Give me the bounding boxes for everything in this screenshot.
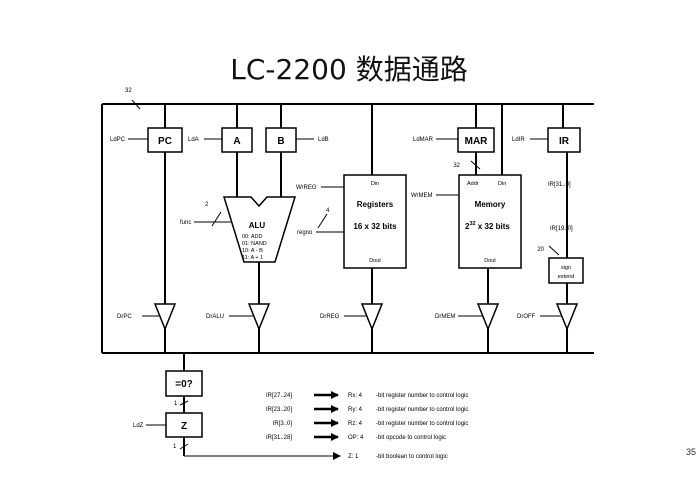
out-desc-2: -bit register number to control logic: [376, 421, 468, 427]
lda-label: LdA: [188, 137, 199, 143]
memory-size: 232 x 32 bits: [465, 221, 510, 231]
alu-op-0: 00: ADD: [242, 234, 263, 240]
zero-test-block: [165, 370, 203, 397]
sign-extend-block: [548, 257, 584, 284]
regfile-title: Registers: [357, 200, 394, 209]
sext-line1: sign: [561, 265, 571, 271]
mem-din: Din: [498, 181, 506, 187]
regno-label: regno: [297, 230, 313, 236]
z-width: 1: [173, 444, 177, 450]
ir-offset-label: IR[19..0]: [550, 226, 573, 232]
out-src-2: IR[3..0]: [273, 421, 293, 427]
page-number: 35: [685, 447, 696, 457]
z-label: Z: [181, 421, 187, 432]
a-label: A: [233, 136, 240, 147]
out-dst-2: Rz: 4: [348, 421, 363, 427]
pc-register: [147, 127, 183, 153]
mem-addr: Addr: [467, 181, 479, 187]
dralu-label: DrALU: [206, 314, 224, 320]
out-dst-4: Z: 1: [348, 454, 359, 460]
out-desc-0: -bit register number to control logic: [376, 393, 468, 399]
drmem-label: DrMEM: [435, 314, 455, 320]
alu-label: ALU: [249, 221, 266, 230]
b-label: B: [277, 136, 284, 147]
pc-label: PC: [158, 136, 172, 147]
mar-register: [457, 127, 495, 153]
sext-width-label: 20: [537, 247, 544, 253]
sext-line2: extend: [558, 274, 575, 280]
z-register: [165, 412, 203, 438]
page-title: LC-2200 数据通路: [230, 53, 468, 86]
memory-title: Memory: [475, 200, 506, 209]
regfile-din: Din: [371, 181, 379, 187]
regfile-dout: Dout: [369, 258, 381, 264]
zero-test-width: 1: [174, 401, 178, 407]
out-dst-1: Ry: 4: [348, 407, 363, 413]
out-desc-1: -bit register number to control logic: [376, 407, 468, 413]
register-file: [343, 174, 407, 269]
bus-width-label: 32: [125, 88, 132, 94]
alu-op-1: 01: NAND: [242, 241, 267, 247]
wrmem-label: WrMEM: [411, 193, 433, 199]
a-register: [221, 127, 253, 153]
out-src-0: IR[27..24]: [266, 393, 292, 399]
out-dst-3: OP: 4: [348, 435, 364, 441]
alu-op-2: 10: A - B: [242, 248, 263, 254]
ir-register: [547, 127, 581, 153]
out-src-3: IR[31..28]: [266, 435, 292, 441]
ir-full-label: IR[31..0]: [548, 182, 571, 188]
memory-dout: Dout: [484, 258, 496, 264]
ldmar-label: LdMAR: [413, 137, 434, 143]
alu-op-3: 11: A + 1: [242, 255, 263, 261]
mar-width-label: 32: [453, 163, 460, 169]
drreg-label: DrREG: [320, 314, 340, 320]
regfile-size: 16 x 32 bits: [353, 222, 397, 231]
out-src-1: IR[23..20]: [266, 407, 292, 413]
ldb-label: LdB: [318, 137, 329, 143]
ldz-label: LdZ: [133, 423, 144, 429]
regno-width-label: 4: [326, 208, 330, 214]
func-label: func: [180, 220, 191, 226]
alu-shape: [222, 196, 297, 263]
wrreg-label: WrREG: [296, 185, 317, 191]
func-width-label: 2: [205, 202, 209, 208]
mar-label: MAR: [465, 136, 489, 147]
drpc-label: DrPC: [117, 314, 132, 320]
out-dst-0: Rx: 4: [348, 393, 363, 399]
ir-label: IR: [559, 136, 570, 147]
ldir-label: LdIR: [512, 137, 525, 143]
out-desc-4: -bit boolean to control logic: [376, 454, 448, 460]
zero-test-label: =0?: [175, 379, 193, 390]
ldpc-label: LdPC: [110, 137, 126, 143]
out-desc-3: -bit opcode to control logic: [376, 435, 446, 441]
droff-label: DrOFF: [517, 314, 536, 320]
b-register: [265, 127, 297, 153]
memory-block: [458, 174, 522, 269]
